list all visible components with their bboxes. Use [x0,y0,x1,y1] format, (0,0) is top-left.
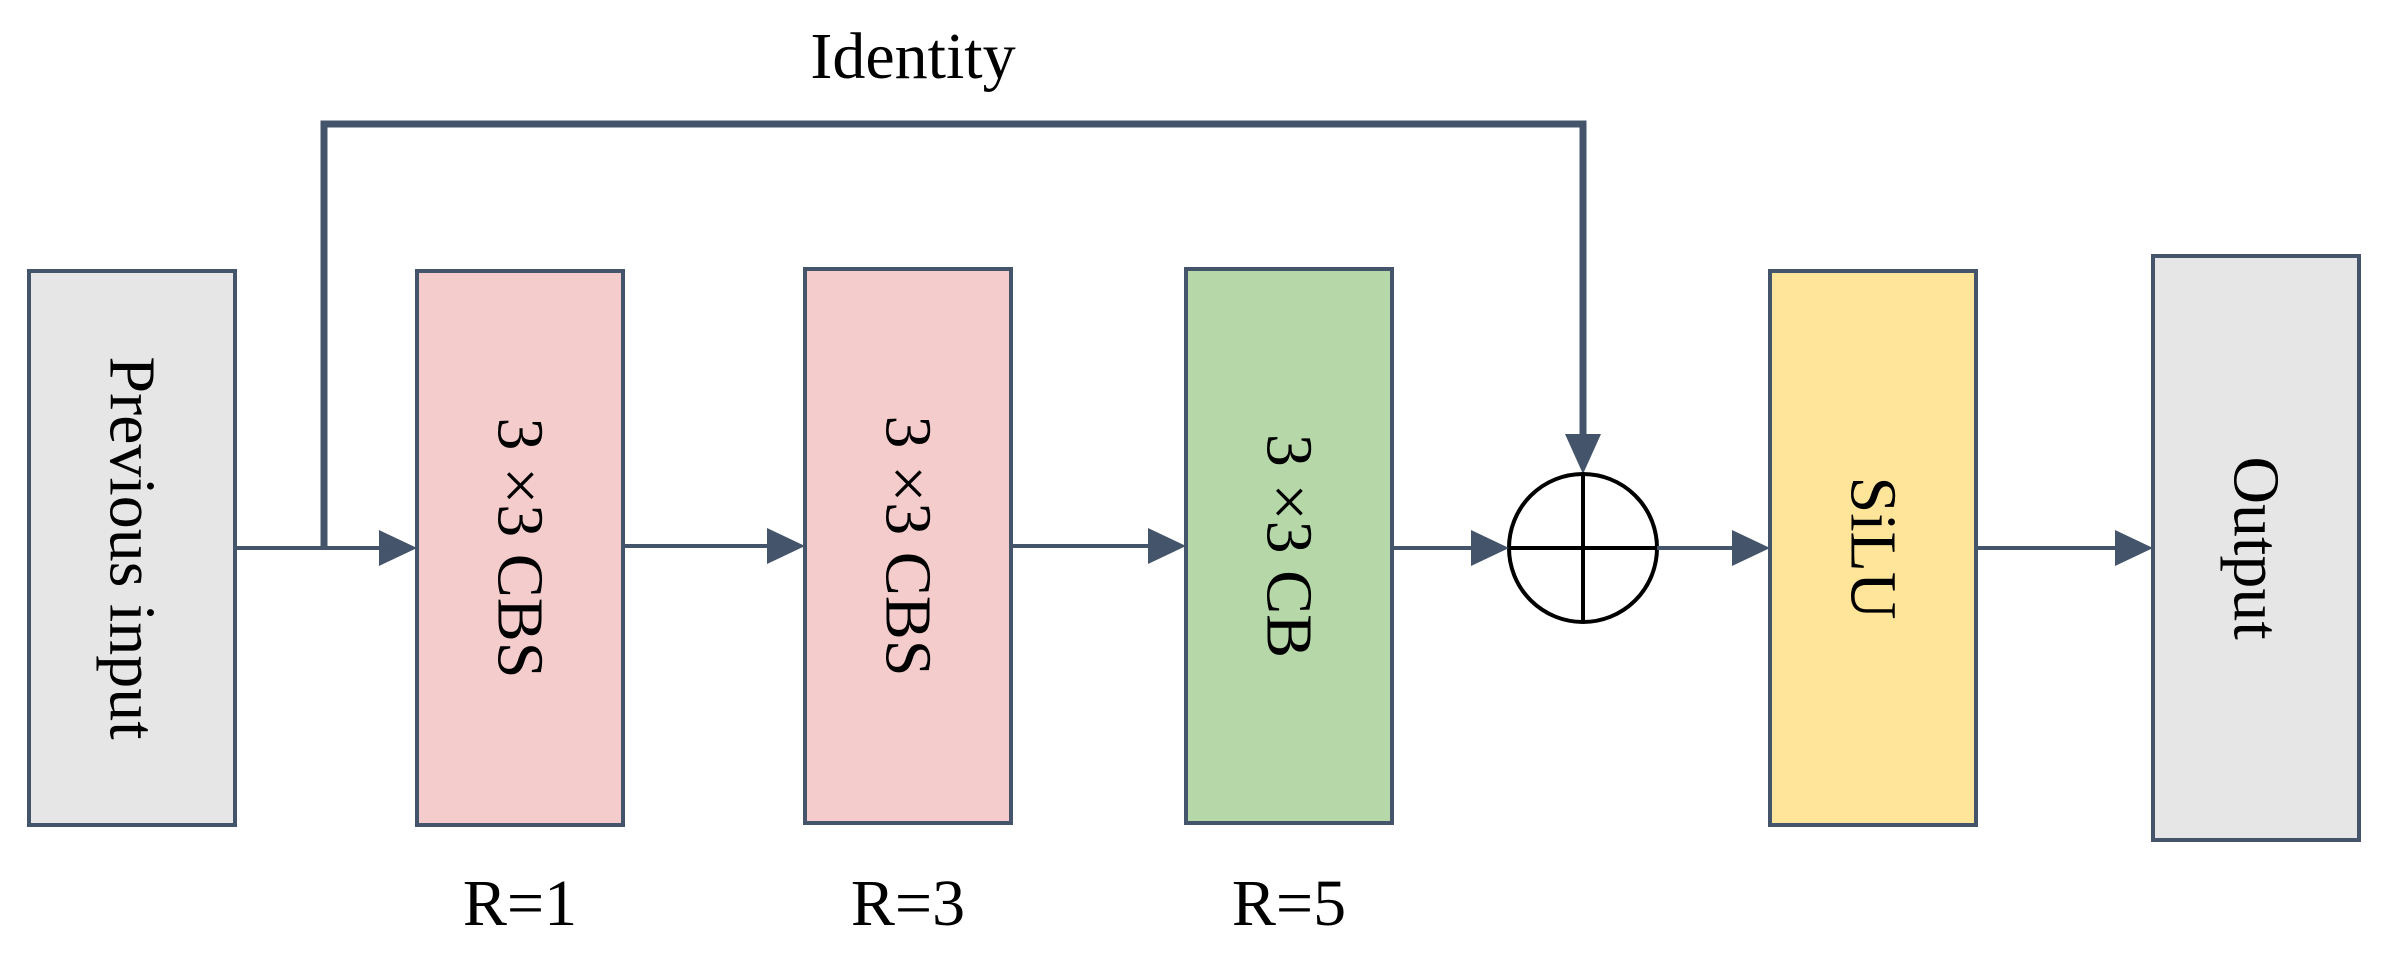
cb-label: 3 ×3 CB [1253,434,1326,658]
output-box [2151,254,2361,842]
arrowhead-output [2115,530,2153,566]
output-block: Output [2151,254,2361,842]
arrowhead-add [1471,530,1509,566]
previous-input-label: Previous input [96,356,169,739]
cbs-box-1 [415,269,625,827]
previous-input-block: Previous input [27,269,237,827]
arrowhead-cb [1148,528,1186,564]
rate-label-r5: R=5 [1232,867,1346,940]
arrowhead-silu [1732,530,1770,566]
output-label: Output [2220,456,2293,639]
silu-label: SiLU [1837,476,1910,619]
rate-label-r3: R=3 [851,867,965,940]
identity-label: Identity [810,20,1015,93]
rate-label-r1: R=1 [463,867,577,940]
cb-block-r5: 3 ×3 CB [1184,267,1394,825]
cbs-label-2: 3 ×3 CBS [872,416,945,677]
cbs-block-r1: 3 ×3 CBS [415,269,625,827]
element-wise-add-node [1507,472,1659,624]
arrowhead-cbs2 [767,528,805,564]
cbs-block-r3: 3 ×3 CBS [803,267,1013,825]
arrowhead-cbs1 [379,530,417,566]
identity-arrowhead [1565,434,1601,474]
cbs-box-2 [803,267,1013,825]
identity-skip-line [320,120,1587,547]
silu-block: SiLU [1768,269,1978,827]
cbs-label-1: 3 ×3 CBS [484,418,557,679]
